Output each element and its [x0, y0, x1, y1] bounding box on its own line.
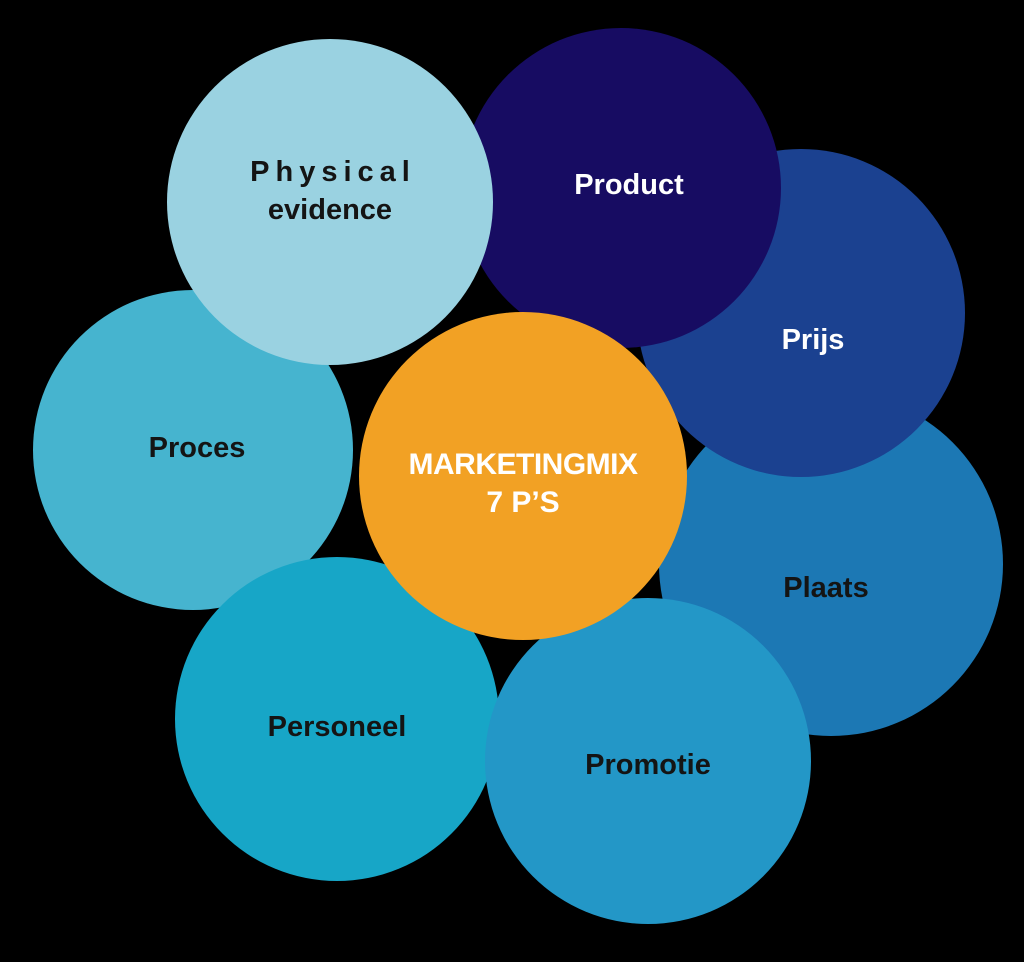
circle-promotie: Promotie	[485, 598, 811, 924]
circle-physical-evidence: Physical evidence	[167, 39, 493, 365]
proces-label: Proces	[149, 429, 246, 467]
product-label: Product	[574, 166, 684, 204]
plaats-label-text: Plaats	[783, 572, 869, 604]
proces-label-text: Proces	[148, 432, 246, 464]
prijs-label: Prijs	[782, 321, 845, 359]
physical-evidence-label-line2: evidence	[267, 194, 393, 226]
physical-evidence-label-line1: Physical	[250, 156, 416, 188]
physical-evidence-label: Physical evidence	[250, 153, 410, 229]
promotie-label: Promotie	[585, 746, 711, 784]
marketingmix-label-line1: MARKETINGMIX	[408, 448, 639, 481]
promotie-label-text: Promotie	[585, 749, 711, 781]
plaats-label: Plaats	[783, 569, 868, 607]
prijs-label-text: Prijs	[781, 324, 845, 356]
personeel-label-text: Personeel	[267, 711, 407, 743]
product-label-text: Product	[574, 169, 684, 201]
marketingmix-label: MARKETINGMIX 7 P’S	[408, 446, 639, 522]
marketingmix-label-line2: 7 P’S	[486, 486, 560, 519]
personeel-label: Personeel	[268, 708, 407, 746]
circle-product: Product	[461, 28, 781, 348]
circle-marketingmix-center: MARKETINGMIX 7 P’S	[359, 312, 687, 640]
